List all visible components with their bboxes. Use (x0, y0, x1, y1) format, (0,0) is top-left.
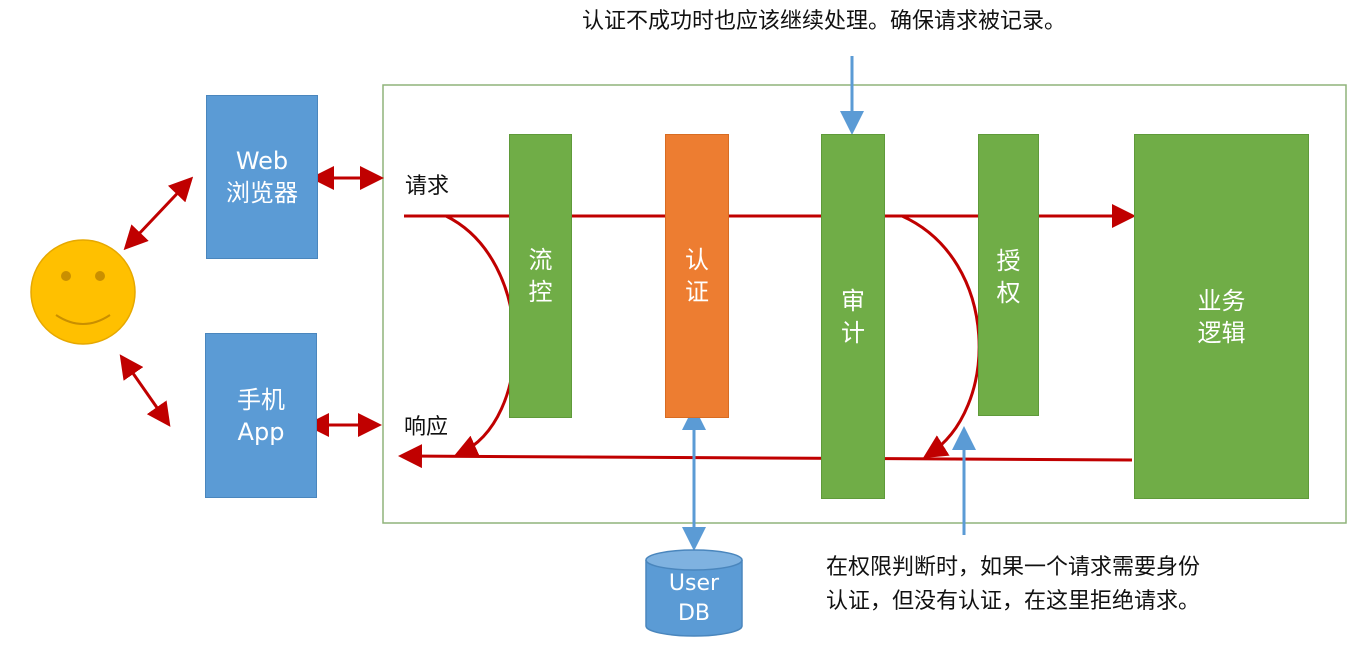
audit-note: 认证不成功时也应该继续处理。确保请求被记录。 (582, 9, 1067, 34)
response-flow-line (398, 444, 1133, 469)
user-web-arrow (123, 176, 194, 251)
rate-limit-box: 流 控 (509, 134, 572, 418)
authorization-note-line-2: 认证，但没有认证，在这里拒绝请求。 (826, 589, 1201, 614)
web-browser-box: Web 浏览器 (206, 95, 318, 259)
authentication-box: 认 证 (665, 134, 729, 418)
user-db-label: User DB (668, 571, 720, 626)
authorization-reject-curve (901, 214, 981, 459)
user-smiley-icon (30, 239, 136, 345)
user-app-arrow (119, 354, 171, 427)
business-logic-box: 业务 逻辑 (1134, 134, 1309, 499)
mobile-app-box: 手机 App (205, 333, 317, 498)
audit-box: 审 计 (821, 134, 885, 499)
authorization-note-line-1: 在权限判断时，如果一个请求需要身份 (826, 555, 1201, 580)
authorization-box: 授 权 (978, 134, 1039, 416)
response-label: 响应 (404, 415, 449, 440)
rate-limit-reject-curve (445, 214, 516, 458)
user-db-cylinder (645, 549, 743, 637)
gateway-container (382, 84, 1347, 524)
request-label: 请求 (405, 174, 450, 199)
